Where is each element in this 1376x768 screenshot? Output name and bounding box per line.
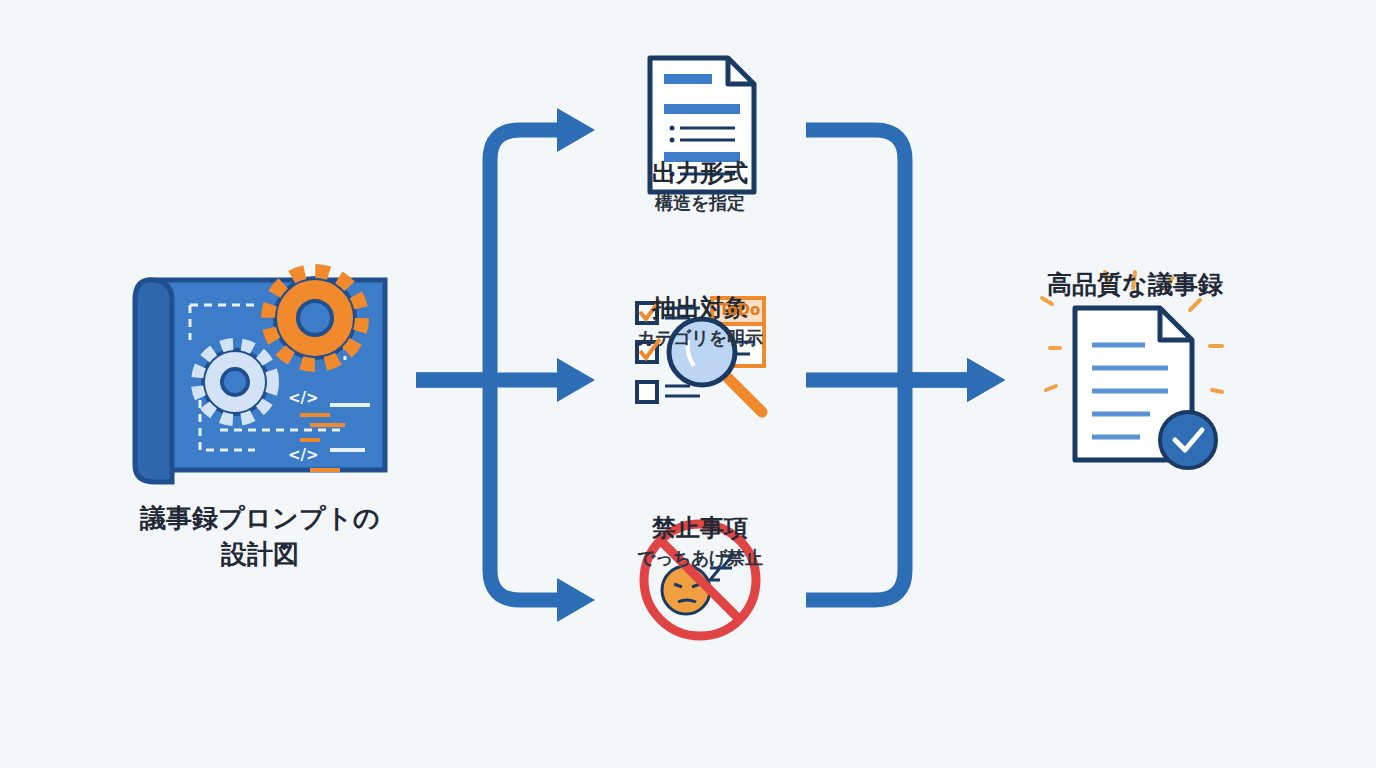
blueprint-icon xyxy=(135,271,385,482)
flow-arrow xyxy=(806,130,1005,402)
result-document-icon xyxy=(1042,272,1222,468)
process-box: 出力形式構造を指定 xyxy=(600,50,800,275)
node-title: 議事録プロンプトの 設計図 xyxy=(140,500,380,572)
node-subtitle: カテゴリを明示 xyxy=(637,324,763,352)
process-box: 禁止事項でっちあげ禁止 xyxy=(600,512,800,732)
code-symbol: </> xyxy=(288,389,319,407)
node-subtitle: 構造を指定 xyxy=(655,189,745,217)
blueprint-node: 議事録プロンプトの 設計図 xyxy=(110,265,410,575)
node-title: 抽出対象 xyxy=(600,292,800,324)
flow-arrow xyxy=(416,358,595,402)
process-box: 抽出対象カテゴリを明示 xyxy=(600,292,800,497)
node-title: 禁止事項 xyxy=(600,512,800,544)
flow-arrow xyxy=(416,380,595,622)
code-symbol: </> xyxy=(288,446,319,464)
node-title: 出力形式 xyxy=(600,157,800,189)
flow-arrow xyxy=(806,358,1005,402)
todo-tag: ToDo xyxy=(719,301,760,319)
result-node: 高品質な議事録 xyxy=(1010,268,1260,523)
flow-arrow xyxy=(806,358,1005,600)
node-subtitle: でっちあげ禁止 xyxy=(637,544,763,572)
flow-arrow xyxy=(416,108,595,380)
node-title: 高品質な議事録 xyxy=(1010,268,1260,302)
